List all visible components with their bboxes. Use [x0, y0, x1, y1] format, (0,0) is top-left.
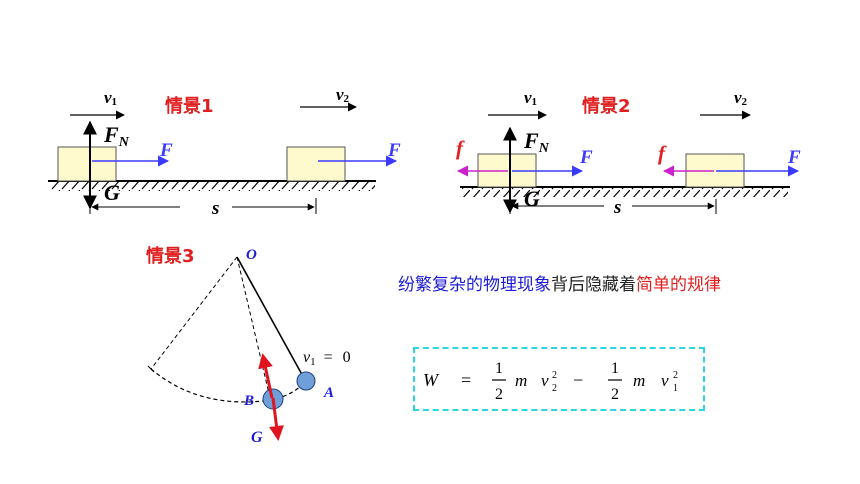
formula-v2-sub: 2	[552, 383, 557, 394]
scene-1-force-label-start: F	[159, 140, 173, 161]
scene-2-title: 情景2	[582, 96, 631, 117]
scene-3-gravity-label: G	[251, 429, 263, 446]
formula-v1-sup: 2	[673, 370, 678, 381]
scene-3-speed-equation: v1=0	[303, 349, 351, 368]
scene-2-force-label-start: F	[579, 147, 593, 168]
scene-2-friction-label-start: f	[456, 136, 465, 160]
scene-1-v2-label: v2	[336, 85, 350, 105]
scene-1-v1-label: v1	[104, 88, 117, 108]
scene-3-ball-a	[296, 371, 316, 391]
formula-frac2-den: 2	[611, 386, 619, 403]
scene-1-gravity-label: G	[104, 180, 120, 205]
scene-1: 情景1 v1 v2 FN G F F s	[48, 85, 401, 219]
scene-3-gravity-arrow	[269, 397, 284, 441]
scene-1-ground-hatch	[50, 182, 375, 191]
caption: 纷繁复杂的物理现象背后隐藏着简单的规律	[398, 270, 721, 295]
scene-1-block-start	[57, 146, 117, 182]
scene-2-friction-label-end: f	[658, 141, 667, 165]
scene-3-pivot-label: O	[246, 247, 257, 263]
scene-3-string	[236, 256, 306, 381]
formula-lhs: W	[423, 370, 440, 390]
scene-1-force-label-end: F	[387, 140, 401, 161]
formula-v1: v	[661, 371, 669, 390]
scene-2-v2-label: v2	[734, 88, 748, 108]
scene-1-s-label: s	[211, 198, 219, 219]
scene-3-swing-arc	[150, 368, 306, 403]
scene-2-gravity-label: G	[524, 186, 540, 211]
formula-mass-2: m	[633, 371, 645, 390]
formula-frac1-num: 1	[495, 360, 503, 377]
formula-equals: =	[461, 370, 471, 390]
scene-1-title: 情景1	[165, 96, 214, 117]
caption-part-3: 简单的规律	[636, 275, 721, 295]
caption-part-2: 背后隐藏着	[551, 275, 636, 295]
scene-3-point-b-label: B	[243, 393, 254, 409]
formula-box: W = 1 2 m v 2 2 − 1 2 m v 2 1	[413, 347, 705, 411]
scene-3-vertical-line	[236, 256, 271, 399]
formula-frac1-den: 2	[495, 386, 503, 403]
scene-3-left-extreme-line	[150, 256, 238, 370]
formula-v2-sup: 2	[552, 370, 557, 381]
scene-2: 情景2 v1 v2 FN G F F f f s	[456, 88, 801, 218]
scene-2-s-label: s	[613, 197, 621, 218]
formula-v1-sub: 1	[673, 383, 678, 394]
scene-3-left-extreme-tick	[147, 365, 155, 373]
scene-2-ground-hatch	[462, 188, 788, 197]
scene-3-tension-arrow	[258, 353, 274, 399]
scene-2-v1-label: v1	[524, 88, 537, 108]
scene-1-normal-label: FN	[103, 122, 130, 150]
formula-frac2-num: 1	[611, 360, 619, 377]
scene-2-force-label-end: F	[787, 147, 801, 168]
formula-minus: −	[573, 370, 583, 390]
scene-3: 情景3 O B A G v1=0	[146, 246, 351, 446]
scene-3-title: 情景3	[146, 246, 195, 267]
formula-v2: v	[541, 371, 549, 390]
scene-1-block-end	[286, 146, 346, 182]
caption-part-1: 纷繁复杂的物理现象	[398, 275, 551, 295]
work-energy-formula: W = 1 2 m v 2 2 − 1 2 m v 2 1	[423, 360, 678, 403]
scene-3-point-a-label: A	[323, 385, 334, 401]
formula-mass-1: m	[515, 371, 527, 390]
scene-2-normal-label: FN	[523, 128, 550, 156]
